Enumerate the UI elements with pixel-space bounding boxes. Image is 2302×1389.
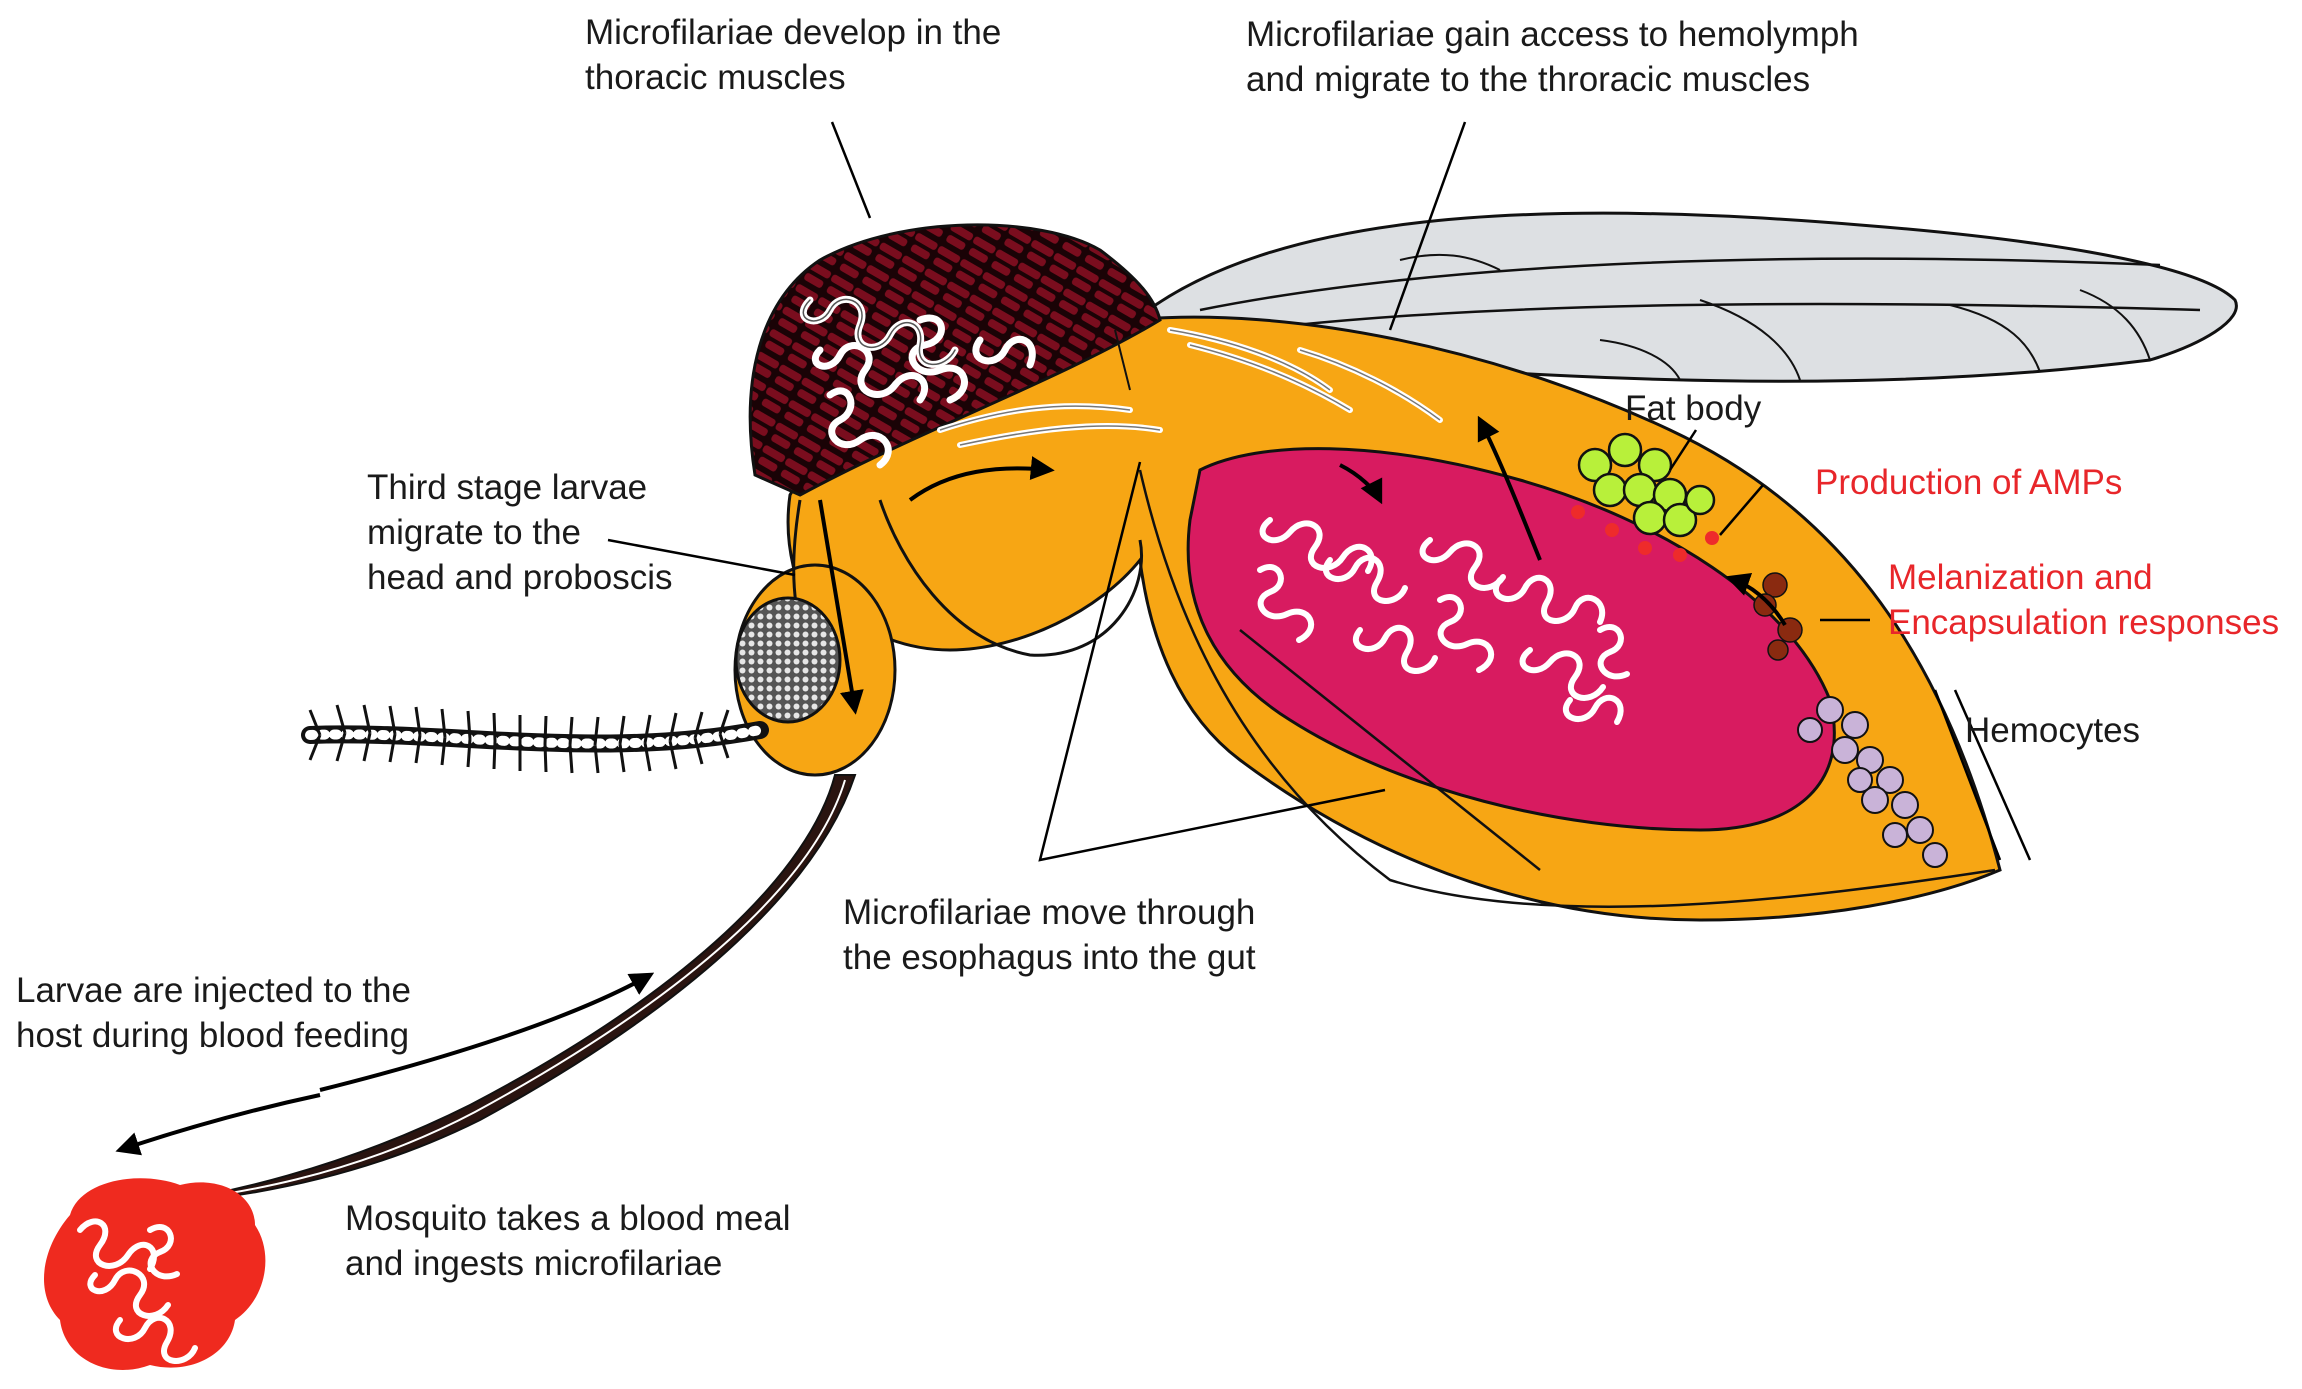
label-production-of-amps: Production of AMPs <box>1815 460 2122 505</box>
label-esophagus: Microfilariae move through the esophagus… <box>843 890 1256 980</box>
label-hemolymph-line-1: Microfilariae gain access to hemolymph <box>1246 12 1859 57</box>
label-esophagus-line-2: the esophagus into the gut <box>843 935 1256 980</box>
label-hemolymph-line-2: and migrate to the throracic muscles <box>1246 57 1859 102</box>
antenna <box>310 705 760 773</box>
label-fat-body: Fat body <box>1625 386 1761 431</box>
label-develop-line-1: Microfilariae develop in the <box>585 10 1001 55</box>
label-injected-line-1: Larvae are injected to the <box>16 968 411 1013</box>
label-amps-text: Production of AMPs <box>1815 460 2122 505</box>
label-develop-line-2: thoracic muscles <box>585 55 1001 100</box>
label-third-stage-line-2: migrate to the <box>367 510 673 555</box>
label-hemocytes-text: Hemocytes <box>1965 708 2140 753</box>
label-melanization-line-2: Encapsulation responses <box>1888 600 2279 645</box>
label-hemolymph: Microfilariae gain access to hemolymph a… <box>1246 12 1859 102</box>
label-melanization: Melanization and Encapsulation responses <box>1888 555 2279 645</box>
label-blood-meal-line-1: Mosquito takes a blood meal <box>345 1196 791 1241</box>
arrow-injected <box>120 1095 320 1150</box>
compound-eye <box>736 598 840 722</box>
label-blood-meal: Mosquito takes a blood meal and ingests … <box>345 1196 791 1286</box>
label-injected-line-2: host during blood feeding <box>16 1013 411 1058</box>
label-esophagus-line-1: Microfilariae move through <box>843 890 1256 935</box>
label-melanization-line-1: Melanization and <box>1888 555 2279 600</box>
label-third-stage-larvae: Third stage larvae migrate to the head a… <box>367 465 673 600</box>
label-fat-body-text: Fat body <box>1625 386 1761 431</box>
label-hemocytes: Hemocytes <box>1965 708 2140 753</box>
blood-meal <box>44 1178 265 1370</box>
label-third-stage-line-3: head and proboscis <box>367 555 673 600</box>
label-third-stage-line-1: Third stage larvae <box>367 465 673 510</box>
label-larvae-injected: Larvae are injected to the host during b… <box>16 968 411 1058</box>
label-blood-meal-line-2: and ingests microfilariae <box>345 1241 791 1286</box>
label-develop-in-muscles: Microfilariae develop in the thoracic mu… <box>585 10 1001 100</box>
